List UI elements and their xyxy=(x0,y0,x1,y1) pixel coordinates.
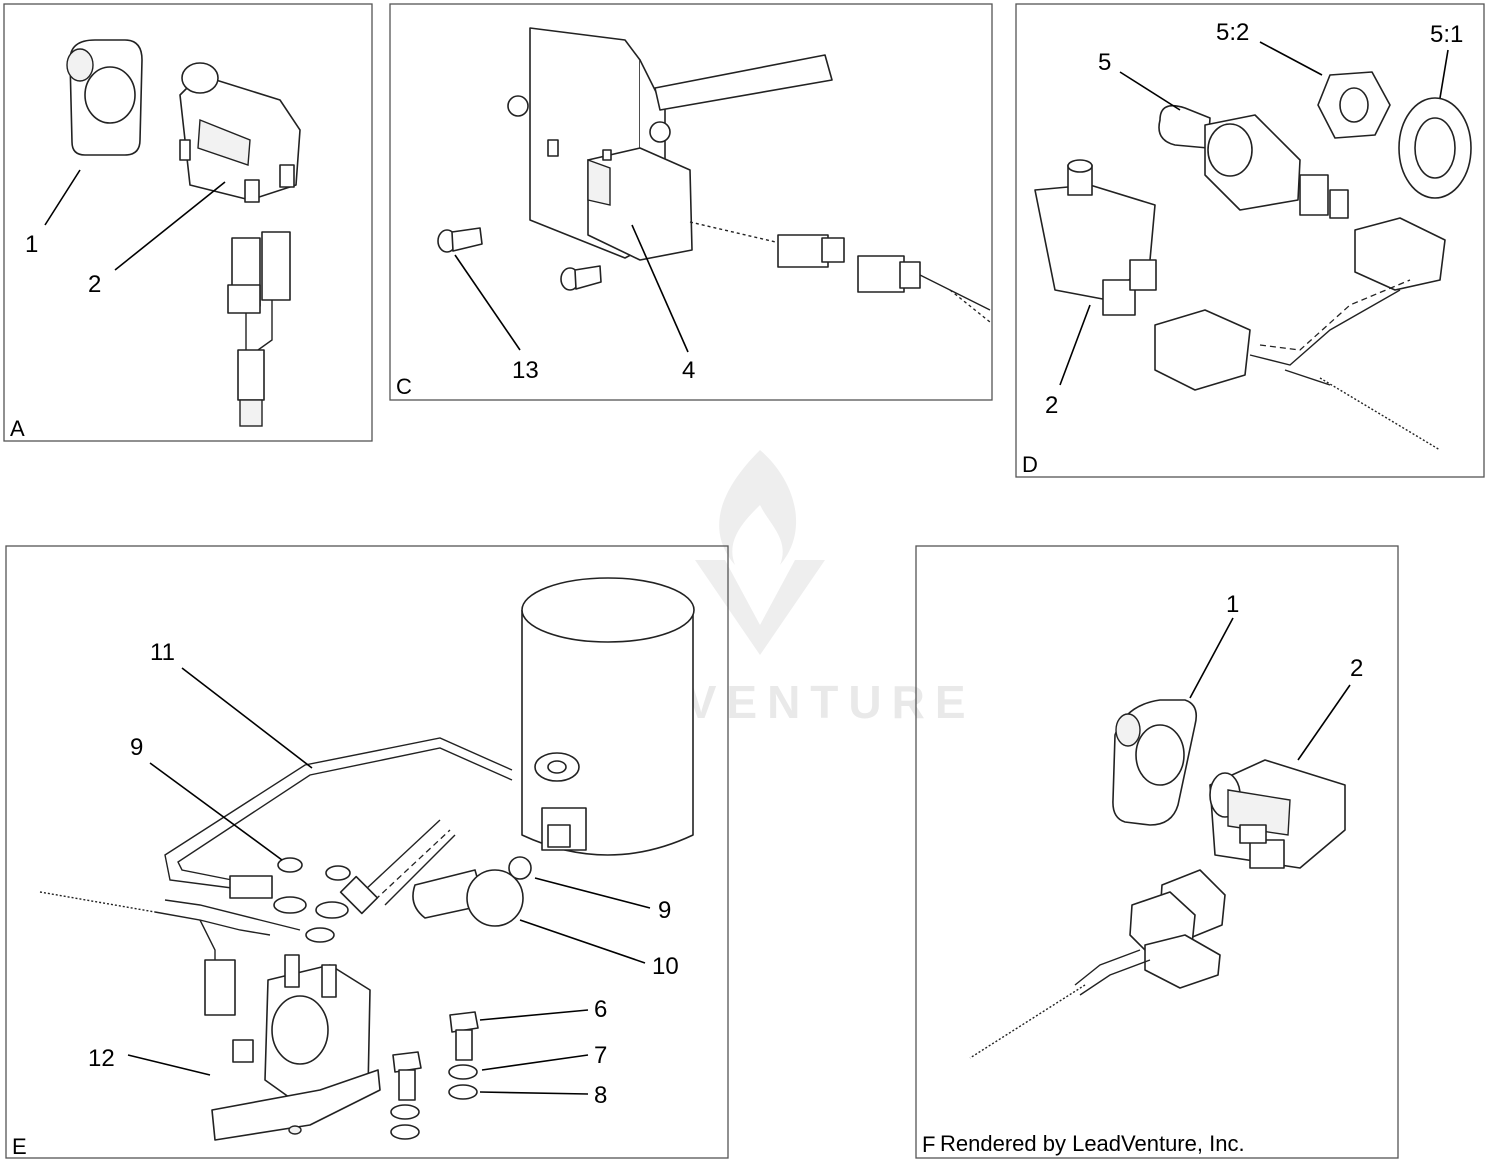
panel-d-key-switch xyxy=(1158,104,1349,219)
panel-d-callout-5: 5 xyxy=(1098,49,1111,76)
panel-f: F Rendered by LeadVenture, Inc. xyxy=(915,545,1399,1159)
panel-d-lock-washer xyxy=(1398,97,1472,199)
panel-e-frame xyxy=(5,545,729,1159)
panel-e-callout-11: 11 xyxy=(150,639,175,666)
panel-e-callout-6-leader xyxy=(479,1009,589,1021)
panel-a-callout-1: 1 xyxy=(25,231,38,258)
panel-a-letter: A xyxy=(10,416,25,441)
panel-e-callout-12: 12 xyxy=(88,1045,115,1072)
panel-e-solenoid xyxy=(211,954,381,1141)
panel-d-callout-2-leader xyxy=(1059,304,1091,386)
panel-c-callout-4: 4 xyxy=(682,357,695,384)
panel-c-pins xyxy=(437,227,602,291)
panel-d-harness xyxy=(1154,217,1446,451)
panel-f-bezel xyxy=(1112,699,1198,826)
panel-f-harness xyxy=(969,949,1151,1059)
leadventure-logo-icon xyxy=(695,450,825,655)
panel-f-callout-2: 2 xyxy=(1350,655,1363,682)
panel-e-callout-9b-leader xyxy=(534,877,651,909)
panel-d-frame xyxy=(1015,3,1485,478)
panel-a-callout-2-leader xyxy=(114,181,226,271)
panel-e-harness xyxy=(39,891,335,1016)
credit-text: Rendered by LeadVenture, Inc. xyxy=(940,1131,1245,1156)
panel-a-bezel xyxy=(66,39,143,156)
panel-e-battery xyxy=(521,577,695,856)
panel-a-callout-1-leader xyxy=(44,169,81,226)
panel-d-callout-5-1: 5:1 xyxy=(1430,21,1463,48)
panel-e-callout-8-leader xyxy=(479,1091,589,1095)
panel-c-lever xyxy=(654,54,833,111)
panel-e-callout-9a: 9 xyxy=(130,734,143,761)
panel-d-callout-5-leader xyxy=(1119,71,1181,111)
panel-d-letter: D xyxy=(1022,452,1038,477)
panel-f-frame xyxy=(915,545,1399,1159)
panel-d-callout-5-1-leader xyxy=(1439,49,1449,99)
panel-e-callout-9b: 9 xyxy=(658,897,671,924)
panel-f-callout-1: 1 xyxy=(1226,591,1239,618)
panel-e-callout-7: 7 xyxy=(594,1042,607,1069)
panel-e-terminal-boot xyxy=(412,869,524,927)
panel-d-callout-5-2: 5:2 xyxy=(1216,19,1249,46)
panel-f-callout-2-leader xyxy=(1297,684,1351,761)
panel-e-battery-cable xyxy=(164,737,580,914)
panel-c-callout-4-leader xyxy=(631,224,689,353)
panel-e-callout-10-leader xyxy=(519,919,646,964)
panel-e-callout-7-leader xyxy=(481,1054,589,1071)
panel-f-callout-1-leader xyxy=(1189,617,1234,699)
panel-e: E xyxy=(5,545,729,1159)
panel-e-callout-11-leader xyxy=(181,667,313,769)
panel-f-letter: F xyxy=(922,1132,935,1157)
panel-c-frame xyxy=(389,3,993,401)
panel-e-second-cable xyxy=(339,819,456,915)
panel-c: C xyxy=(389,3,993,401)
panel-e-letter: E xyxy=(12,1134,27,1159)
panel-a-frame xyxy=(3,3,373,442)
panel-a-connector xyxy=(227,231,291,427)
panel-c-harness xyxy=(689,221,991,323)
panel-a-callout-2: 2 xyxy=(88,271,101,298)
panel-a-switch xyxy=(179,62,301,203)
panel-e-callout-12-leader xyxy=(127,1054,211,1076)
panel-d-callout-5-2-leader xyxy=(1259,41,1323,76)
panel-c-micro-switch xyxy=(587,147,693,261)
panel-f-connector xyxy=(1129,869,1226,989)
panel-d: D xyxy=(1015,3,1485,478)
panel-c-callout-13-leader xyxy=(454,254,521,351)
panel-e-callout-8: 8 xyxy=(594,1082,607,1109)
panel-d-plunger-switch xyxy=(1034,159,1157,316)
panel-e-callout-10: 10 xyxy=(652,953,679,980)
panel-e-callout-9a-leader xyxy=(149,762,283,861)
panel-f-switch xyxy=(1209,759,1346,869)
panel-d-callout-2: 2 xyxy=(1045,392,1058,419)
panel-c-callout-13: 13 xyxy=(512,357,539,384)
panel-e-bolts xyxy=(390,1011,479,1140)
panel-c-letter: C xyxy=(396,374,412,399)
panel-e-nuts-washers xyxy=(277,856,532,919)
panel-e-callout-6: 6 xyxy=(594,996,607,1023)
panel-d-hex-nut xyxy=(1317,71,1391,139)
panel-a: A 1 2 xyxy=(3,3,373,442)
